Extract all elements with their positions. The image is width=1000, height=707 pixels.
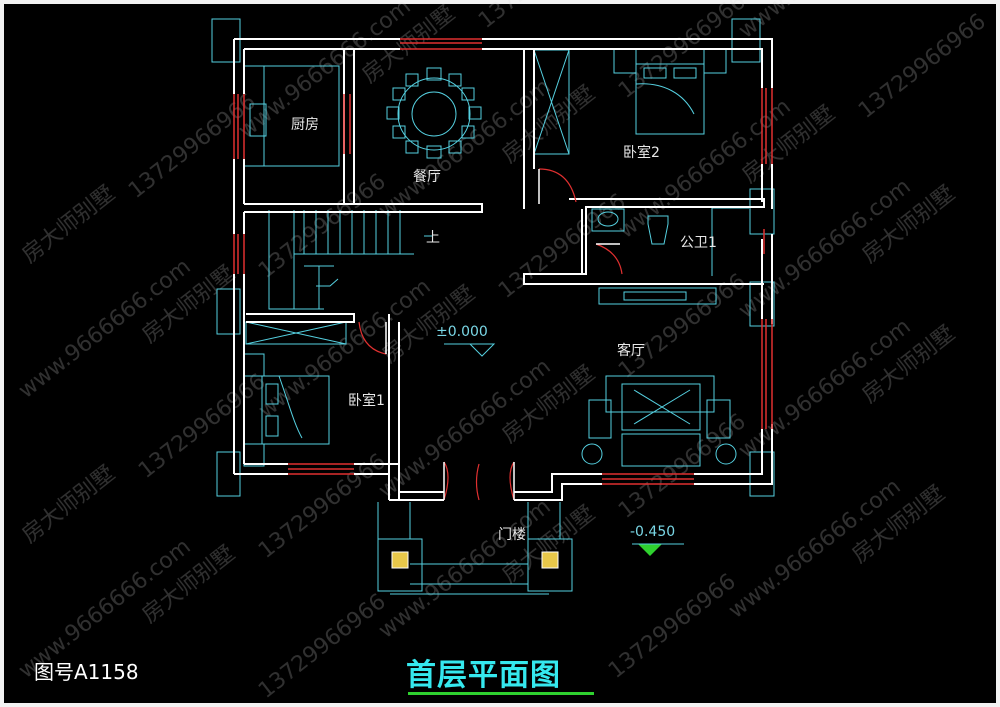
stair-arrow bbox=[316, 235, 432, 287]
dining-table bbox=[411, 91, 457, 137]
room-label-porch: 门楼 bbox=[498, 527, 526, 543]
porch-steps bbox=[377, 502, 561, 595]
wardrobe-bedroom1 bbox=[245, 321, 347, 345]
level-marker-porch bbox=[638, 544, 662, 556]
side-table bbox=[715, 443, 737, 465]
sofa-set bbox=[588, 375, 731, 467]
nightstand bbox=[613, 48, 637, 74]
title-underline bbox=[408, 692, 594, 695]
room-label-bedroom1: 卧室1 bbox=[348, 393, 385, 409]
drawing-number: 图号A1158 bbox=[34, 660, 139, 684]
column-marker bbox=[211, 18, 241, 63]
level-label-porch: -0.450 bbox=[630, 524, 676, 540]
column-marker bbox=[749, 281, 775, 327]
side-table bbox=[581, 443, 603, 465]
level-label-main: ±0.000 bbox=[436, 324, 488, 340]
cad-canvas: 房大师别墅13729966966www.9666666.com房大师别墅1372… bbox=[4, 0, 996, 704]
tv-cabinet bbox=[598, 287, 717, 305]
kitchen-counter bbox=[244, 65, 340, 167]
washbasin bbox=[591, 208, 625, 232]
walls bbox=[233, 38, 773, 501]
windows bbox=[233, 38, 773, 485]
bed-bedroom2 bbox=[635, 63, 705, 135]
nightstand bbox=[243, 353, 265, 377]
nightstand bbox=[703, 48, 727, 74]
bed-bedroom1 bbox=[261, 375, 330, 445]
wardrobe-bedroom2 bbox=[533, 49, 570, 155]
porch-column bbox=[527, 538, 573, 592]
column-marker bbox=[216, 288, 241, 335]
column-marker bbox=[749, 451, 775, 497]
room-label-kitchen: 厨房 bbox=[291, 117, 319, 133]
stair-up-label: 上 bbox=[426, 230, 440, 246]
door-leaves bbox=[385, 169, 620, 500]
porch-column-core bbox=[541, 551, 559, 569]
column-marker bbox=[749, 188, 775, 235]
nightstand bbox=[243, 443, 265, 467]
shower bbox=[711, 207, 749, 276]
room-label-living: 客厅 bbox=[617, 343, 645, 359]
drawing-title: 首层平面图 bbox=[406, 658, 561, 693]
staircase bbox=[268, 210, 414, 310]
dining-chairs bbox=[386, 67, 482, 159]
room-label-dining: 餐厅 bbox=[413, 169, 441, 185]
porch-column bbox=[377, 538, 423, 592]
level-marker-main bbox=[444, 343, 496, 357]
column-marker bbox=[216, 451, 241, 497]
floor-plan bbox=[211, 18, 775, 595]
column-marker bbox=[731, 18, 761, 63]
doors bbox=[358, 168, 623, 501]
room-label-bathroom: 公卫1 bbox=[680, 235, 717, 251]
room-label-bedroom2: 卧室2 bbox=[623, 145, 660, 161]
toilet bbox=[647, 215, 669, 245]
porch-column-core bbox=[391, 551, 409, 569]
